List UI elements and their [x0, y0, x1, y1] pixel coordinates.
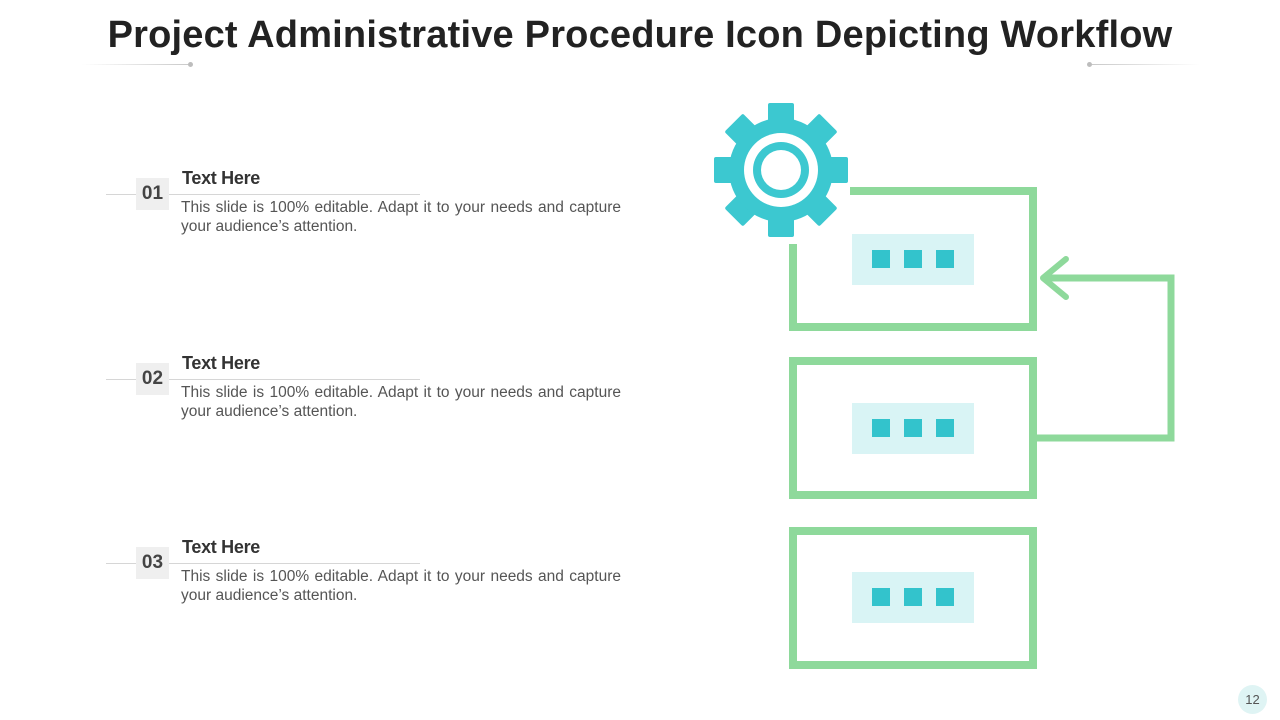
- workflow-box-icon: [789, 527, 1037, 669]
- return-arrow-icon: [1037, 256, 1175, 442]
- list-item: 03 Text Here This slide is 100% editable…: [0, 537, 640, 627]
- title-rule-right: [1090, 64, 1200, 65]
- item-number: 03: [136, 547, 169, 579]
- slide-title: Project Administrative Procedure Icon De…: [107, 14, 1173, 56]
- workflow-box-icon: [789, 357, 1037, 499]
- item-description: This slide is 100% editable. Adapt it to…: [181, 199, 621, 235]
- item-divider: [106, 194, 420, 195]
- workflow-box-icon: [789, 187, 1037, 331]
- title-rule-left: [82, 64, 192, 65]
- item-heading: Text Here: [182, 353, 261, 373]
- item-number: 02: [136, 363, 169, 395]
- page-number-badge: 12: [1238, 685, 1267, 714]
- item-divider: [106, 563, 420, 564]
- title-rule-left-dot: [188, 62, 193, 67]
- item-heading: Text Here: [182, 168, 261, 188]
- list-item: 02 Text Here This slide is 100% editable…: [0, 353, 640, 443]
- title-rule-right-dot: [1087, 62, 1092, 67]
- item-number: 01: [136, 178, 169, 210]
- item-heading: Text Here: [182, 537, 261, 557]
- item-divider: [106, 379, 420, 380]
- item-description: This slide is 100% editable. Adapt it to…: [181, 568, 621, 604]
- item-description: This slide is 100% editable. Adapt it to…: [181, 384, 621, 420]
- gear-icon: [711, 100, 851, 240]
- list-item: 01 Text Here This slide is 100% editable…: [0, 168, 640, 258]
